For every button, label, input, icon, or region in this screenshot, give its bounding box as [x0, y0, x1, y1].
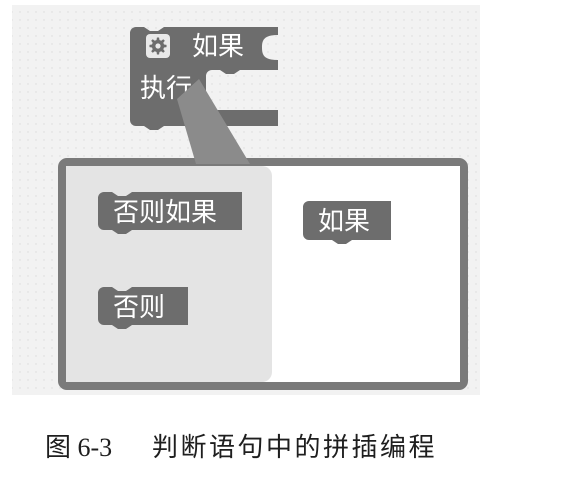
- flyout-block-else-if[interactable]: 否则如果: [98, 192, 242, 234]
- mutator-if-block-body[interactable]: [303, 201, 391, 244]
- mutator-button[interactable]: [146, 34, 170, 58]
- gear-icon[interactable]: [149, 37, 167, 55]
- figure-caption: 图 6-3 判断语句中的拼插编程: [45, 433, 437, 462]
- flyout-block-else-if-body[interactable]: [98, 192, 242, 234]
- flyout-block-else-if-label: 否则如果: [113, 198, 217, 228]
- mutator-bubble[interactable]: 否则如果 否则 如果: [58, 158, 468, 390]
- figure-number: 图 6-3: [45, 433, 112, 462]
- if-block-if-label: 如果: [192, 32, 244, 62]
- mutator-if-block[interactable]: 如果: [303, 201, 391, 244]
- flyout-block-else-label: 否则: [113, 293, 165, 323]
- mutator-bubble-pointer: [177, 79, 250, 164]
- mutator-workspace[interactable]: [262, 166, 460, 382]
- flyout-block-else[interactable]: 否则: [98, 287, 188, 329]
- figure-title: 判断语句中的拼插编程: [152, 433, 437, 462]
- mutator-if-block-label: 如果: [318, 207, 370, 237]
- flyout-block-else-body[interactable]: [98, 287, 188, 329]
